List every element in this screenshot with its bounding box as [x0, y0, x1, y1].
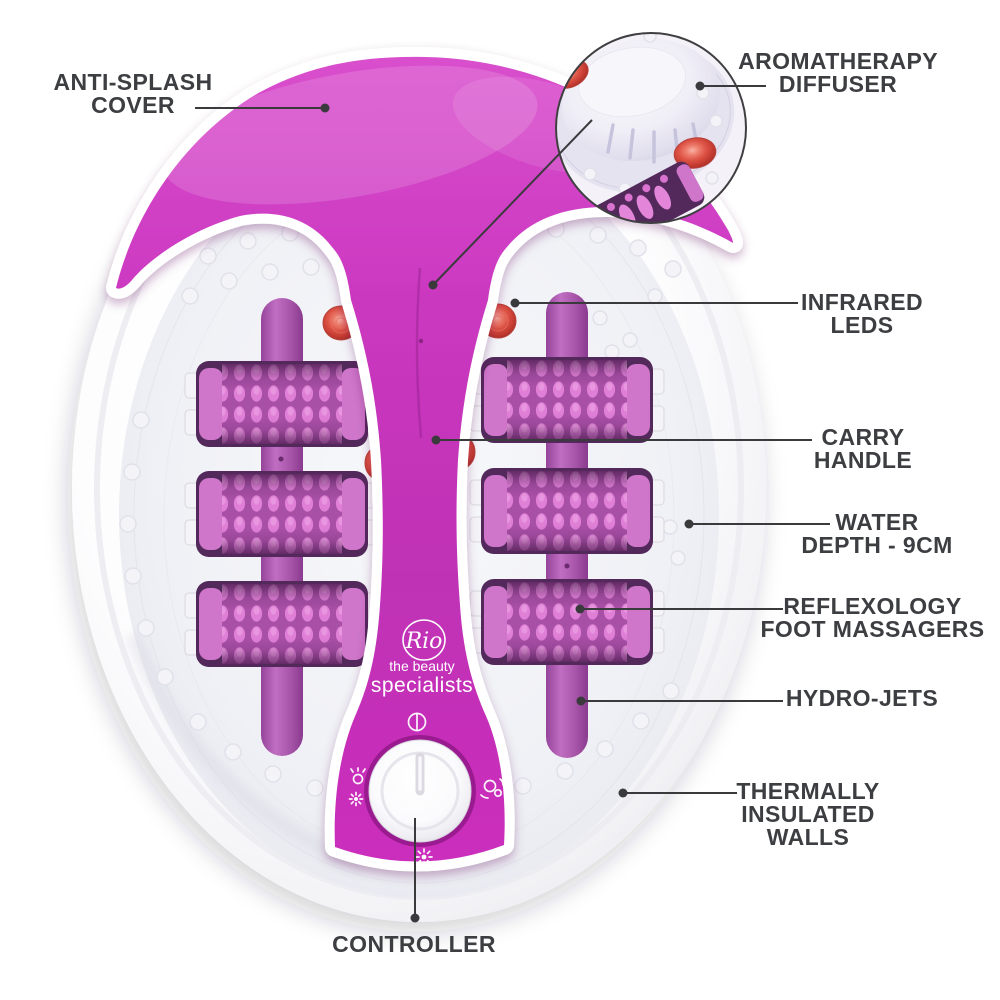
- leader-lines: [195, 81, 830, 923]
- label-controller: CONTROLLER: [332, 931, 496, 957]
- heat-icon: [348, 791, 364, 807]
- infrared-led: [673, 137, 717, 169]
- leader-dot: [684, 519, 694, 529]
- brand-logo: Rio the beauty specialists: [371, 619, 473, 697]
- power-off-icon: [407, 712, 427, 732]
- leader-dot: [510, 298, 520, 308]
- roller: [469, 467, 665, 555]
- leader-dot: [428, 280, 438, 290]
- inset-circle-border: [555, 32, 747, 224]
- label-aromatherapy-diffuser: AROMATHERAPY DIFFUSER: [738, 48, 938, 97]
- brand-name: Rio: [405, 629, 443, 654]
- brand-logo-circle: [402, 619, 446, 661]
- inset-magnifier: [555, 32, 747, 224]
- leader-inset-to-product: [432, 119, 593, 286]
- massage-mode-icon: [350, 767, 366, 785]
- leader-dot: [410, 913, 420, 923]
- roller-detail: [567, 161, 705, 223]
- leader-dot: [695, 81, 705, 91]
- label-hydro-jets: HYDRO-JETS: [785, 685, 939, 711]
- label-thermally-insulated-walls: THERMALLY INSULATED WALLS: [736, 778, 880, 850]
- brand-tagline-2: specialists: [371, 674, 473, 697]
- leader-dot: [576, 696, 586, 706]
- roller: [184, 580, 380, 668]
- label-anti-splash-cover: ANTI-SPLASH COVER: [53, 69, 213, 118]
- label-reflexology-foot-massagers: REFLEXOLOGY FOOT MASSAGERS: [760, 593, 985, 642]
- roller: [469, 578, 665, 666]
- bubbles-mode-icon: [480, 778, 504, 799]
- leader-dot: [618, 788, 628, 798]
- roller: [184, 470, 380, 558]
- label-carry-handle: CARRY HANDLE: [813, 424, 913, 473]
- leader-dot: [320, 103, 330, 113]
- roller: [184, 360, 380, 448]
- brand-tagline-1: the beauty: [389, 658, 454, 674]
- label-water-depth: WATER DEPTH - 9CM: [801, 509, 953, 558]
- heat-icon: [415, 848, 433, 866]
- carry-handle-seam: [415, 267, 423, 439]
- leader-dot: [575, 604, 585, 614]
- label-infrared-leds: INFRARED LEDS: [800, 289, 924, 338]
- controller: [348, 712, 504, 866]
- roller: [469, 356, 665, 444]
- leader-dot: [431, 435, 441, 445]
